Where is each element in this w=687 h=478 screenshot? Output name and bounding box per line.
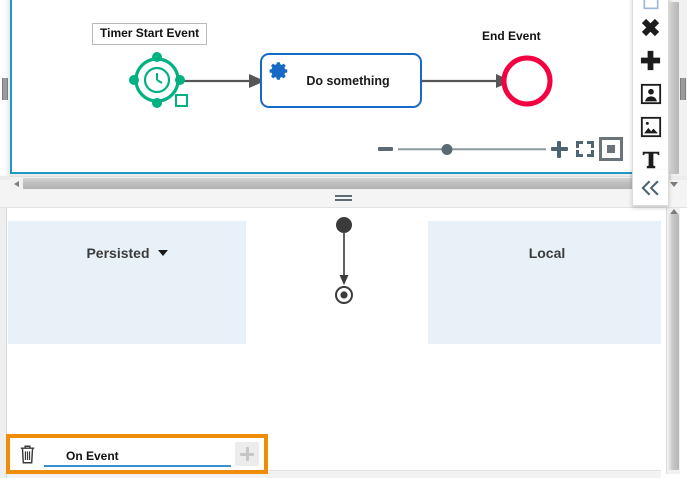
shape-palette <box>632 0 669 181</box>
task-do-something[interactable]: Do something <box>260 53 422 108</box>
zoom-in-button[interactable] <box>546 136 572 162</box>
timer-start-event-label: Timer Start Event <box>92 23 208 45</box>
left-splitter-grip[interactable] <box>2 78 8 100</box>
zoom-out-button[interactable] <box>372 136 398 162</box>
region-local-header: Local <box>428 245 666 261</box>
region-persisted-title: Persisted <box>86 245 150 261</box>
panel-splitter[interactable] <box>0 190 687 208</box>
event-name-input[interactable] <box>44 449 231 467</box>
scroll-down-arrow-top[interactable] <box>667 178 680 191</box>
initial-state-icon <box>336 217 352 233</box>
event-name-field-wrap <box>44 441 231 467</box>
scroll-up-arrow-bottom[interactable] <box>667 208 680 217</box>
chevron-down-icon[interactable] <box>157 250 168 256</box>
timer-start-event-shape[interactable] <box>122 47 202 109</box>
bpmn-editor-panel: Timer Start Event <box>0 0 687 187</box>
add-event-button[interactable] <box>235 442 259 466</box>
region-local-title: Local <box>528 245 566 261</box>
top-horizontal-scrollbar[interactable] <box>10 176 660 190</box>
end-event-shape[interactable] <box>498 52 556 110</box>
sequence-flow-start-to-task[interactable] <box>177 70 267 92</box>
palette-item-partial[interactable] <box>633 0 668 11</box>
gear-icon <box>269 62 288 80</box>
bottom-left-gutter <box>0 208 7 478</box>
top-vertical-scrollbar-thumb[interactable] <box>667 2 679 174</box>
bpmn-canvas[interactable]: Timer Start Event <box>12 0 658 172</box>
event-editor <box>6 434 268 474</box>
person-image-icon <box>640 83 661 104</box>
fit-to-screen-button[interactable] <box>572 136 598 162</box>
palette-item-image[interactable] <box>633 110 668 143</box>
zoom-slider-track[interactable] <box>398 142 546 156</box>
delete-event-button[interactable] <box>10 438 44 470</box>
palette-item-actor-image[interactable] <box>633 77 668 110</box>
horizontal-scrollbar-thumb[interactable] <box>23 178 657 189</box>
palette-item-text[interactable] <box>633 143 668 176</box>
grip-horizontal-icon[interactable] <box>335 195 352 202</box>
chevron-double-left-icon <box>640 179 659 196</box>
plus-cross-icon <box>640 50 661 71</box>
end-event-label: End Event <box>482 29 541 43</box>
palette-item-delete[interactable] <box>633 11 668 44</box>
top-zoom-toolbar <box>372 136 624 162</box>
scroll-left-arrow[interactable] <box>10 177 23 190</box>
bottom-status-bar <box>7 470 661 478</box>
document-icon <box>643 0 658 10</box>
picture-image-icon <box>640 116 661 137</box>
palette-collapse-button[interactable] <box>632 170 669 206</box>
region-local[interactable]: Local <box>428 221 666 344</box>
right-splitter-grip[interactable] <box>680 78 686 100</box>
palette-item-add[interactable] <box>633 44 668 77</box>
region-persisted-header: Persisted <box>8 245 246 261</box>
close-x-icon <box>641 18 660 37</box>
task-label: Do something <box>306 73 390 88</box>
zoom-slider-thumb[interactable] <box>441 143 453 155</box>
left-splitter-gutter[interactable] <box>0 0 10 176</box>
actual-size-button[interactable] <box>598 136 624 162</box>
bpmn-canvas-frame: Timer Start Event <box>10 0 660 174</box>
region-persisted[interactable]: Persisted <box>8 221 246 344</box>
text-icon <box>642 151 659 168</box>
trash-icon <box>20 445 34 463</box>
state-diagram-panel: Persisted Local <box>0 208 687 478</box>
bottom-vertical-scrollbar-thumb[interactable] <box>667 214 679 470</box>
state-transition-group[interactable] <box>325 215 365 307</box>
